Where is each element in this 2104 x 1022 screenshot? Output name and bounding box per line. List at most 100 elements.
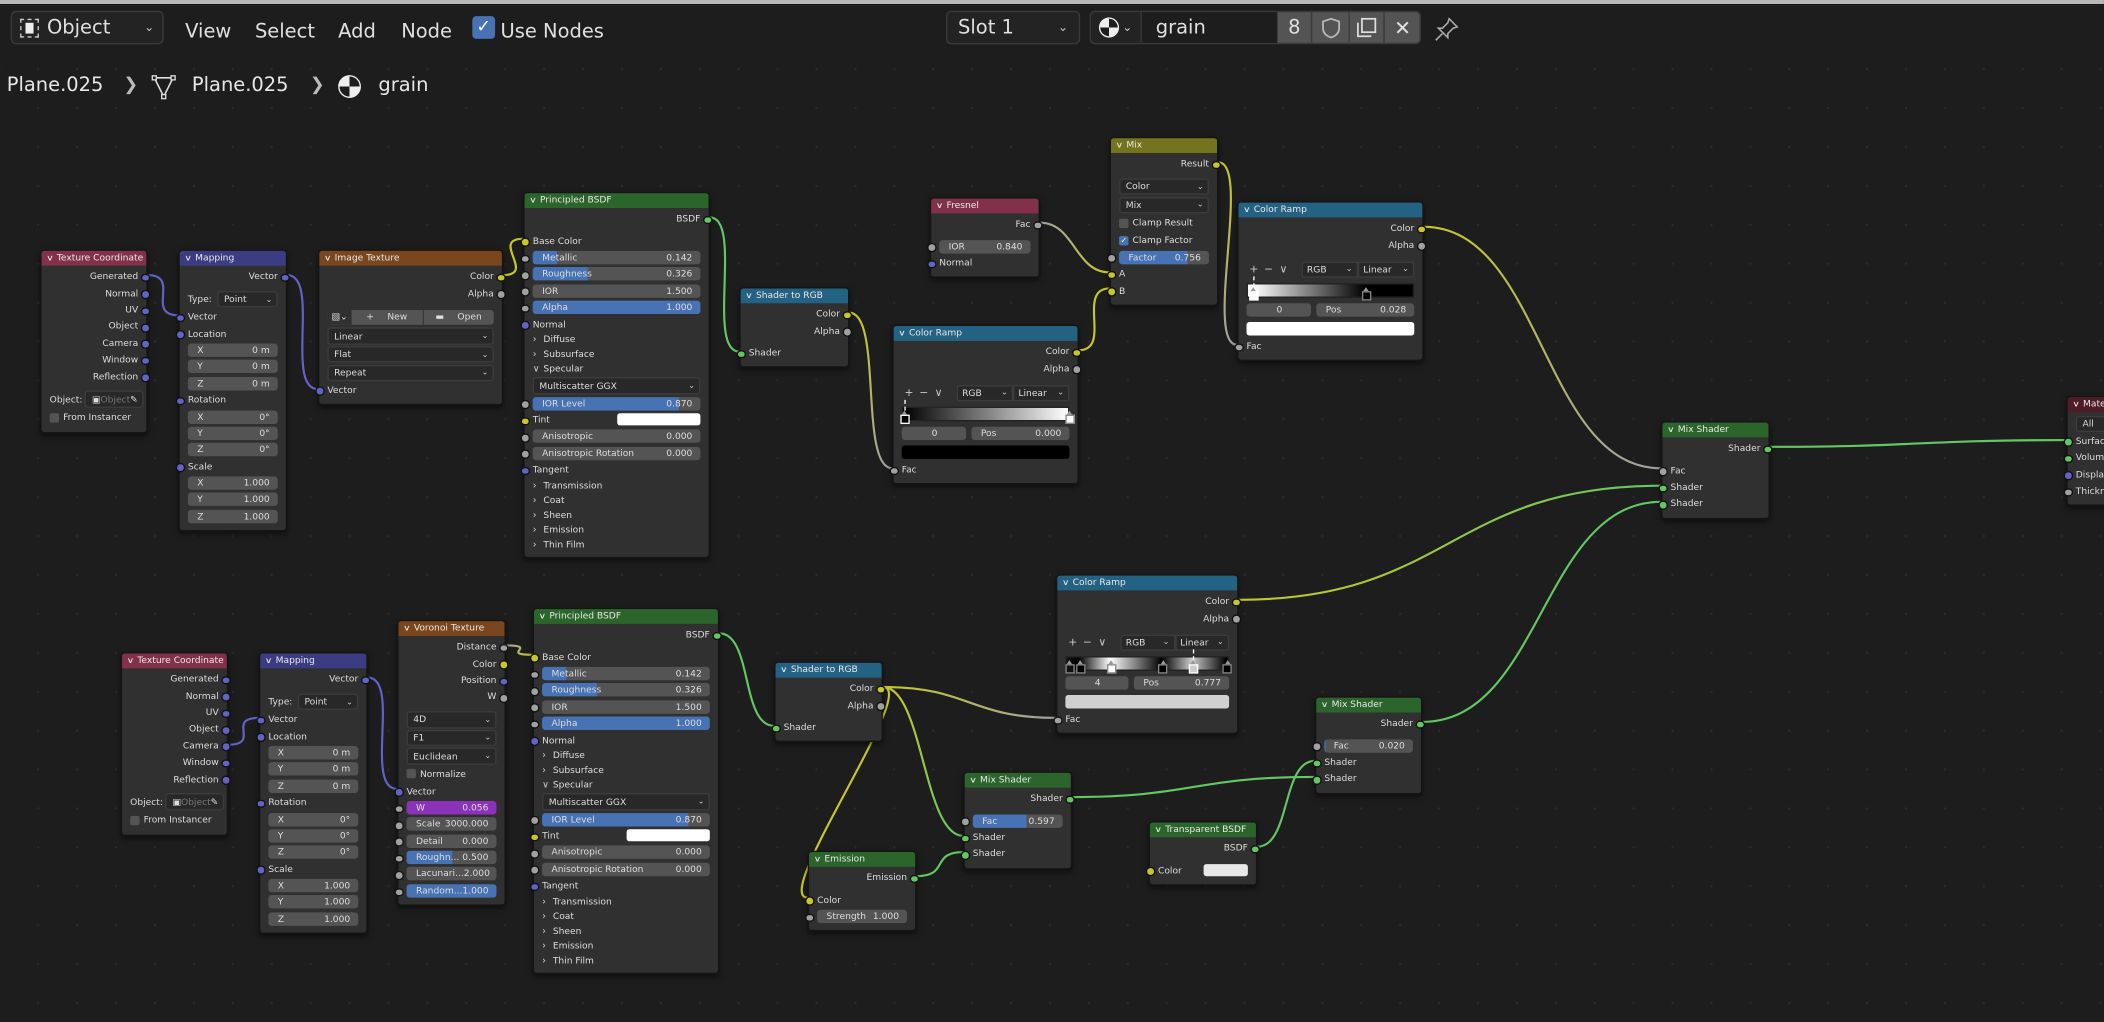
checkbox[interactable] <box>130 815 140 825</box>
socket-shader[interactable] <box>1416 720 1425 730</box>
node-link[interactable] <box>228 716 259 746</box>
socket-lacunari[interactable] <box>394 871 404 880</box>
checkbox[interactable] <box>49 412 60 423</box>
ramp-stop-handle[interactable] <box>1075 659 1085 674</box>
socket-location[interactable] <box>256 732 266 742</box>
panel-sheen[interactable]: ›Sheen <box>534 924 718 939</box>
socket-alpha[interactable] <box>1232 614 1242 624</box>
socket-reflection[interactable] <box>141 373 151 383</box>
panel-transmission[interactable]: ›Transmission <box>534 894 718 909</box>
menu-select[interactable]: Select <box>254 21 315 43</box>
socket-vector[interactable] <box>394 787 404 797</box>
remove-stop-icon[interactable]: − <box>1264 263 1274 276</box>
socket-roughn[interactable] <box>394 854 404 864</box>
socket-metallic[interactable] <box>530 670 539 680</box>
panel-coat[interactable]: ›Coat <box>534 909 718 924</box>
socket-shader[interactable] <box>1763 445 1773 455</box>
breadcrumb-material[interactable]: grain <box>378 75 429 97</box>
socket-ior[interactable] <box>927 243 937 253</box>
add-stop-icon[interactable]: + <box>1249 263 1259 276</box>
node-header[interactable]: ∨Texture Coordinate <box>122 653 227 669</box>
use-nodes-label[interactable]: Use Nodes <box>500 21 604 43</box>
color-swatch[interactable] <box>625 829 710 842</box>
panel-emission[interactable]: ›Emission <box>525 522 709 537</box>
socket-fac[interactable] <box>960 817 970 827</box>
add-stop-icon[interactable]: + <box>1068 636 1078 649</box>
socket-generated[interactable] <box>141 273 151 283</box>
color-swatch[interactable] <box>616 413 701 426</box>
dropdown-f1[interactable]: F1⌄ <box>406 729 497 747</box>
collapse-chevron-icon[interactable]: ∨ <box>529 195 537 206</box>
node-header[interactable]: ∨Voronoi Texture <box>398 621 505 637</box>
socket-generated[interactable] <box>221 676 231 685</box>
stop-color-swatch[interactable] <box>1246 322 1415 336</box>
socket-color[interactable] <box>1232 598 1242 608</box>
collapse-chevron-icon[interactable]: ∨ <box>935 201 944 211</box>
remove-stop-icon[interactable]: − <box>919 386 929 399</box>
eyedropper-icon[interactable]: ✎ <box>130 394 138 405</box>
socket-ior[interactable] <box>530 703 539 713</box>
collapse-chevron-icon[interactable]: ∨ <box>184 253 192 263</box>
socket-fac[interactable] <box>1312 742 1322 752</box>
socket-color[interactable] <box>499 660 509 670</box>
socket-color[interactable] <box>1417 225 1427 235</box>
node-header[interactable]: ∨Mapping <box>179 250 286 266</box>
node-link[interactable] <box>1257 759 1316 848</box>
user-count[interactable]: 8 <box>1277 12 1312 43</box>
open-image-button[interactable]: ▬Open <box>421 309 494 325</box>
stop-index-field[interactable]: 0 <box>1246 303 1311 317</box>
collapse-chevron-icon[interactable]: ∨ <box>1242 205 1251 215</box>
socket-uv[interactable] <box>221 709 231 719</box>
ramp-stop-handle[interactable] <box>1106 659 1117 674</box>
ramp-interpolation-dropdown[interactable]: Linear⌄ <box>1357 261 1415 278</box>
color-swatch[interactable] <box>1202 864 1248 877</box>
socket-normal[interactable] <box>530 736 539 746</box>
dropdown-linear[interactable]: Linear⌄ <box>327 327 494 345</box>
node-link[interactable] <box>719 632 775 727</box>
socket-reflection[interactable] <box>221 775 231 785</box>
node-link[interactable] <box>1238 484 1662 601</box>
ramp-interpolation-dropdown[interactable]: Linear⌄ <box>1013 384 1070 401</box>
socket-window[interactable] <box>221 759 231 769</box>
node-link[interactable] <box>1072 775 1315 799</box>
socket-ior-level[interactable] <box>520 400 530 409</box>
stop-index-field[interactable]: 4 <box>1065 676 1129 690</box>
dropdown-4d[interactable]: 4D⌄ <box>406 711 497 729</box>
socket-alpha[interactable] <box>876 702 886 711</box>
node-header[interactable]: ∨Emission <box>809 852 916 867</box>
ramp-menu-chevron-icon[interactable]: ∨ <box>1279 263 1288 276</box>
ramp-color-mode-dropdown[interactable]: RGB⌄ <box>1120 634 1175 651</box>
fake-user-shield-icon[interactable] <box>1311 12 1349 43</box>
dropdown-multiscatter-ggx[interactable]: Multiscatter GGX⌄ <box>542 793 710 811</box>
material-browse-button[interactable]: ⌄ <box>1091 12 1143 43</box>
object-field[interactable]: ▣Object✎ <box>85 391 144 408</box>
socket-factor[interactable] <box>1106 254 1116 264</box>
socket-rotation[interactable] <box>175 396 185 406</box>
socket-fac[interactable] <box>1033 221 1043 231</box>
node-link[interactable] <box>709 216 740 353</box>
panel-subsurface[interactable]: ›Subsurface <box>534 763 718 778</box>
socket-shader[interactable] <box>771 724 781 733</box>
breadcrumb-mesh[interactable]: Plane.025 <box>191 75 289 97</box>
socket-rotation[interactable] <box>256 799 266 809</box>
